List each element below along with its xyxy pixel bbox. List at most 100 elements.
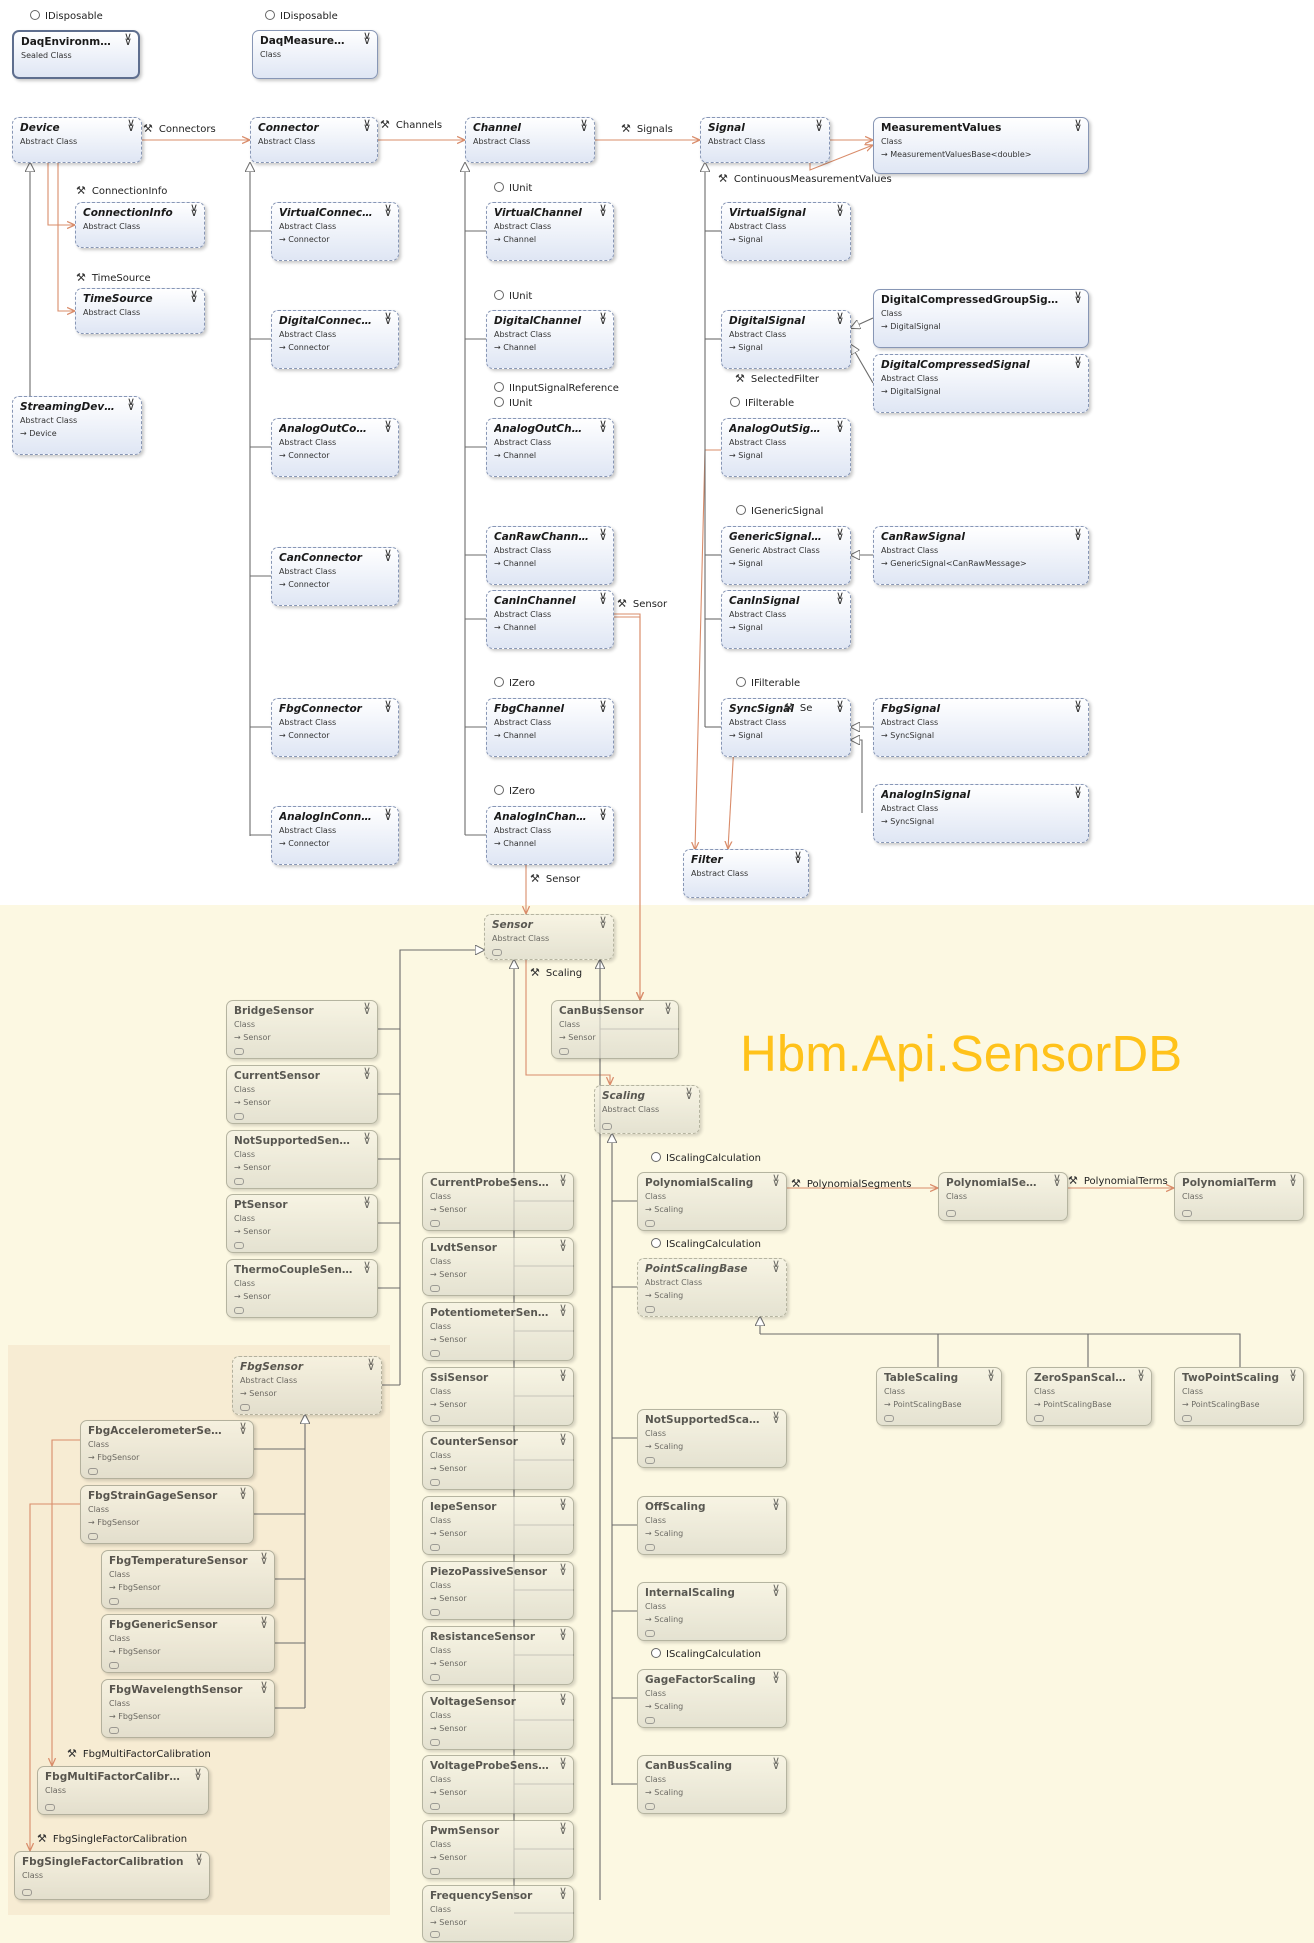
chevron-double-down-icon[interactable]: ∨∨ [362, 116, 371, 134]
collapse-toggle-icon[interactable] [430, 1609, 440, 1616]
class-box-daq-measurement[interactable]: DaqMeasurementClass∨∨ [252, 30, 378, 79]
class-box-analog-out-channel[interactable]: AnalogOutChannelAbstract Class→ Channel∨… [486, 418, 614, 477]
chevron-double-down-icon[interactable]: ∨∨ [986, 1366, 995, 1384]
collapse-toggle-icon[interactable] [1182, 1415, 1192, 1422]
chevron-double-down-icon[interactable]: ∨∨ [771, 1408, 780, 1426]
chevron-double-down-icon[interactable]: ∨∨ [383, 546, 392, 564]
collapse-toggle-icon[interactable] [430, 1674, 440, 1681]
chevron-double-down-icon[interactable]: ∨∨ [1073, 697, 1082, 715]
collapse-toggle-icon[interactable] [234, 1113, 244, 1120]
collapse-toggle-icon[interactable] [1034, 1415, 1044, 1422]
chevron-double-down-icon[interactable]: ∨∨ [189, 201, 198, 219]
collapse-toggle-icon[interactable] [109, 1598, 119, 1605]
collapse-toggle-icon[interactable] [22, 1889, 32, 1896]
chevron-double-down-icon[interactable]: ∨∨ [1073, 288, 1082, 306]
chevron-double-down-icon[interactable]: ∨∨ [835, 589, 844, 607]
chevron-double-down-icon[interactable]: ∨∨ [771, 1171, 780, 1189]
collapse-toggle-icon[interactable] [88, 1533, 98, 1540]
chevron-double-down-icon[interactable]: ∨∨ [362, 999, 371, 1017]
chevron-double-down-icon[interactable]: ∨∨ [383, 201, 392, 219]
chevron-double-down-icon[interactable]: ∨∨ [598, 589, 607, 607]
chevron-double-down-icon[interactable]: ∨∨ [558, 1171, 567, 1189]
chevron-double-down-icon[interactable]: ∨∨ [383, 309, 392, 327]
chevron-double-down-icon[interactable]: ∨∨ [194, 1850, 203, 1868]
collapse-toggle-icon[interactable] [645, 1717, 655, 1724]
collapse-toggle-icon[interactable] [430, 1931, 440, 1938]
collapse-toggle-icon[interactable] [645, 1220, 655, 1227]
chevron-double-down-icon[interactable]: ∨∨ [771, 1668, 780, 1686]
chevron-double-down-icon[interactable]: ∨∨ [598, 417, 607, 435]
chevron-double-down-icon[interactable]: ∨∨ [598, 309, 607, 327]
chevron-double-down-icon[interactable]: ∨∨ [598, 913, 607, 931]
chevron-double-down-icon[interactable]: ∨∨ [383, 417, 392, 435]
chevron-double-down-icon[interactable]: ∨∨ [663, 999, 672, 1017]
chevron-double-down-icon[interactable]: ∨∨ [362, 1258, 371, 1276]
collapse-toggle-icon[interactable] [1182, 1210, 1192, 1217]
chevron-double-down-icon[interactable]: ∨∨ [362, 29, 371, 47]
chevron-double-down-icon[interactable]: ∨∨ [1073, 116, 1082, 134]
chevron-double-down-icon[interactable]: ∨∨ [193, 1765, 202, 1783]
chevron-double-down-icon[interactable]: ∨∨ [558, 1819, 567, 1837]
collapse-toggle-icon[interactable] [430, 1803, 440, 1810]
class-box-analog-out-connector[interactable]: AnalogOutConnec...Abstract Class→ Connec… [271, 418, 399, 477]
class-box-analog-in-connector[interactable]: AnalogInConnectorAbstract Class→ Connect… [271, 806, 399, 865]
collapse-toggle-icon[interactable] [645, 1457, 655, 1464]
chevron-double-down-icon[interactable]: ∨∨ [558, 1754, 567, 1772]
chevron-double-down-icon[interactable]: ∨∨ [558, 1301, 567, 1319]
collapse-toggle-icon[interactable] [234, 1048, 244, 1055]
chevron-double-down-icon[interactable]: ∨∨ [259, 1549, 268, 1567]
chevron-double-down-icon[interactable]: ∨∨ [771, 1581, 780, 1599]
collapse-toggle-icon[interactable] [430, 1285, 440, 1292]
chevron-double-down-icon[interactable]: ∨∨ [1136, 1366, 1145, 1384]
chevron-double-down-icon[interactable]: ∨∨ [835, 309, 844, 327]
collapse-toggle-icon[interactable] [946, 1210, 956, 1217]
chevron-double-down-icon[interactable]: ∨∨ [123, 30, 132, 48]
chevron-double-down-icon[interactable]: ∨∨ [1073, 783, 1082, 801]
chevron-double-down-icon[interactable]: ∨∨ [366, 1355, 375, 1373]
chevron-double-down-icon[interactable]: ∨∨ [598, 525, 607, 543]
collapse-toggle-icon[interactable] [645, 1803, 655, 1810]
collapse-toggle-icon[interactable] [430, 1739, 440, 1746]
chevron-double-down-icon[interactable]: ∨∨ [558, 1690, 567, 1708]
chevron-double-down-icon[interactable]: ∨∨ [771, 1257, 780, 1275]
chevron-double-down-icon[interactable]: ∨∨ [1288, 1366, 1297, 1384]
collapse-toggle-icon[interactable] [645, 1544, 655, 1551]
chevron-double-down-icon[interactable]: ∨∨ [558, 1884, 567, 1902]
collapse-toggle-icon[interactable] [492, 949, 502, 956]
